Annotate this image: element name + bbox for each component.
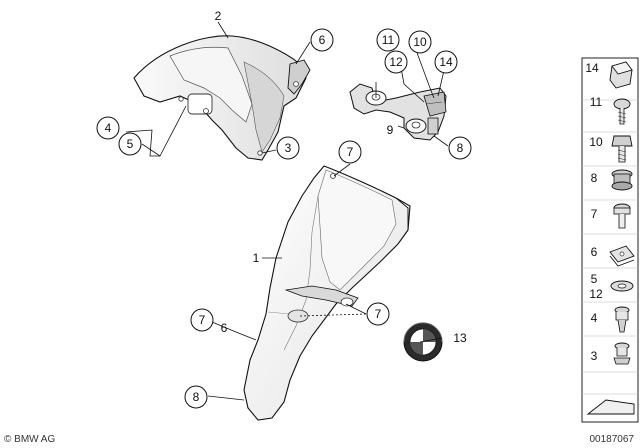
svg-text:1: 1 [253,251,260,265]
callout-10: 10 [408,30,432,54]
svg-text:7: 7 [199,313,206,327]
legend-item-5-12[interactable]: 5 12 [589,272,634,301]
svg-text:6: 6 [221,321,228,335]
svg-text:3: 3 [285,141,292,155]
spring-nut-icon [609,245,635,267]
legend-item-3[interactable]: 3 [591,342,631,365]
svg-text:8: 8 [193,390,200,404]
wedge-shape-icon [586,399,635,415]
svg-text:8: 8 [591,171,598,185]
legend-item-14[interactable]: 14 [585,61,633,89]
hex-bolt-icon [611,135,633,163]
callout-8-low: 8 [184,385,208,409]
legend-item-11[interactable]: 11 [590,95,631,125]
side-panel-part[interactable] [243,165,411,421]
callout-3: 3 [276,136,300,160]
callout-1: 1 [253,251,260,265]
callout-6-low: 6 [221,321,228,335]
svg-text:12: 12 [389,55,403,69]
legend-item-7[interactable]: 7 [591,203,631,229]
legend-item-4[interactable]: 4 [591,306,630,333]
callout-7-mid: 7 [190,308,214,332]
pan-head-screw-icon [613,98,631,125]
svg-text:14: 14 [585,61,599,75]
callout-7-low: 7 [366,302,390,326]
callout-5: 5 [118,132,142,156]
expanding-rivet-icon [614,306,630,333]
svg-text:8: 8 [457,141,464,155]
bracket-part[interactable] [349,83,447,141]
upper-cover-part[interactable] [133,35,311,161]
callout-8-top: 8 [448,136,472,160]
callout-13: 13 [453,331,467,345]
callout-14: 14 [434,50,458,74]
grommet-icon [611,169,633,191]
svg-text:10: 10 [413,35,427,49]
svg-text:3: 3 [591,349,598,363]
svg-text:7: 7 [347,145,354,159]
legend-item-8[interactable]: 8 [591,169,633,191]
svg-text:13: 13 [453,331,467,345]
callout-2-label: 2 [215,9,222,23]
callout-12: 12 [384,50,408,74]
svg-text:6: 6 [591,245,598,259]
svg-text:7: 7 [591,207,598,221]
svg-text:6: 6 [319,33,326,47]
callout-6-top: 6 [310,28,334,52]
legend-item-6[interactable]: 6 [591,245,635,267]
legend-item-10[interactable]: 10 [589,135,633,163]
diagram-id-text: 00187067 [589,434,635,445]
callout-11: 11 [376,28,400,52]
washer-icon [610,280,634,292]
collar-screw-icon [613,203,631,229]
svg-text:11: 11 [382,33,395,47]
bmw-emblem-part[interactable] [403,322,443,362]
callout-9: 9 [387,123,394,137]
svg-text:11: 11 [590,95,603,109]
plastic-rivet-icon [613,342,631,365]
svg-text:9: 9 [387,123,394,137]
callout-4: 4 [96,116,120,140]
svg-text:5: 5 [127,137,134,151]
parts-legend: 14 11 10 8 [581,57,639,423]
callout-2: 2 [215,9,222,23]
svg-text:10: 10 [589,135,603,149]
rubber-cap-icon [609,61,633,89]
svg-text:5: 5 [591,272,598,286]
copyright-text: © BMW AG [4,434,56,445]
callout-7-top: 7 [338,140,362,164]
svg-text:4: 4 [105,121,112,135]
svg-text:14: 14 [439,55,453,69]
svg-text:7: 7 [375,307,382,321]
svg-text:4: 4 [591,311,598,325]
svg-text:12: 12 [589,287,603,301]
